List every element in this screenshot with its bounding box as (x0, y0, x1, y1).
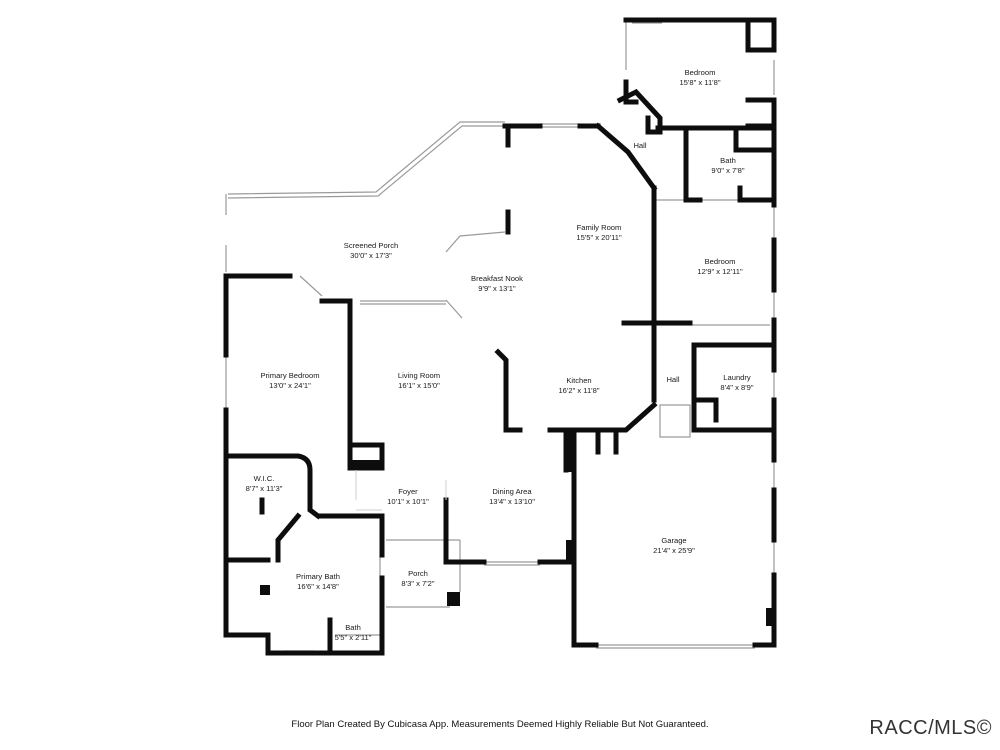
door-marks (355, 470, 447, 511)
room-label-hall-1: Hall (633, 141, 647, 150)
fixtures (260, 432, 774, 626)
room-label-wic: W.I.C.8'7" x 11'3" (245, 474, 283, 493)
room-label-hall-2: Hall (666, 375, 680, 384)
watermark-logo: RACC/MLS© (869, 717, 992, 739)
window-lines (225, 19, 775, 652)
walls (223, 17, 777, 656)
footer-disclaimer: Floor Plan Created By Cubicasa App. Meas… (291, 719, 709, 730)
